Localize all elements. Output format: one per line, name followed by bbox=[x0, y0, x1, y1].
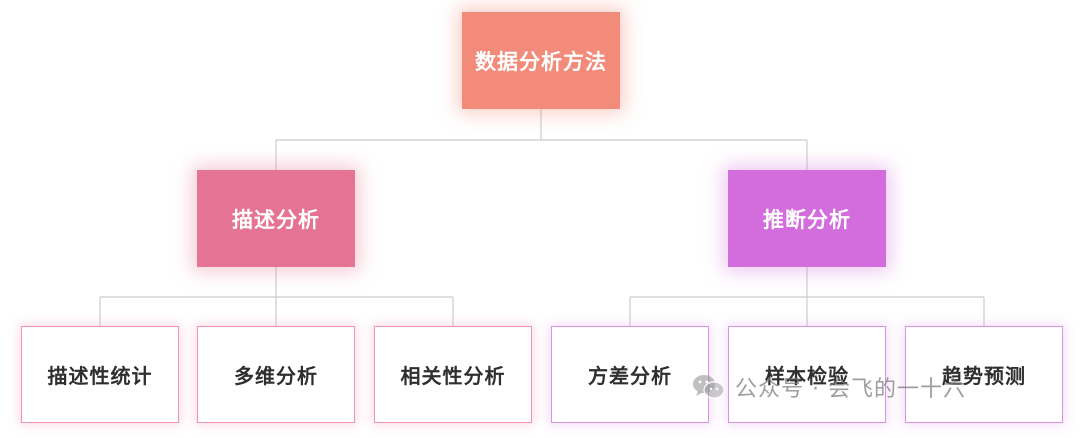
branch-node-descriptive: 描述分析 bbox=[197, 170, 355, 267]
leaf-label: 相关性分析 bbox=[400, 364, 506, 388]
leaf-node-descriptive-stats: 描述性统计 bbox=[21, 326, 179, 423]
leaf-label: 样本检验 bbox=[765, 364, 849, 388]
watermark-text: 公众号 · 会飞的一十六 bbox=[735, 377, 966, 402]
watermark: 公众号 · 会飞的一十六 bbox=[691, 371, 966, 403]
leaf-label: 描述性统计 bbox=[47, 364, 153, 388]
branch-node-inferential: 推断分析 bbox=[728, 170, 886, 267]
leaf-node-correlation: 相关性分析 bbox=[374, 326, 532, 423]
wechat-icon bbox=[693, 375, 725, 399]
root-label: 数据分析方法 bbox=[475, 49, 607, 74]
leaf-node-trend-forecast: 趋势预测 bbox=[905, 326, 1063, 423]
leaf-label: 趋势预测 bbox=[942, 364, 1026, 388]
leaf-label: 方差分析 bbox=[588, 364, 672, 388]
branch-label-inferential: 推断分析 bbox=[763, 207, 851, 232]
leaf-node-variance: 方差分析 bbox=[551, 326, 709, 423]
branch-label-descriptive: 描述分析 bbox=[232, 207, 320, 232]
leaf-node-multidimensional: 多维分析 bbox=[197, 326, 355, 423]
leaf-label: 多维分析 bbox=[234, 364, 318, 388]
leaf-node-sample-test: 样本检验 bbox=[728, 326, 886, 423]
root-node: 数据分析方法 bbox=[462, 12, 620, 109]
